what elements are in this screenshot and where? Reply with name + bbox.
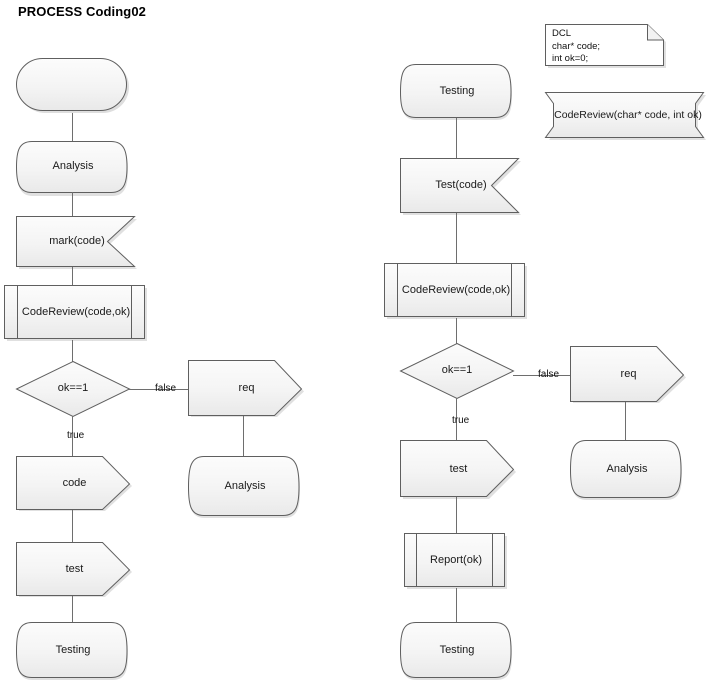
edge-label-false-left: false [155, 383, 177, 394]
node-right-testing-end[interactable]: Testing [399, 622, 514, 680]
node-right-testing-start[interactable]: Testing [399, 64, 514, 120]
node-left-req[interactable]: req [188, 360, 305, 418]
page-title: PROCESS Coding02 [18, 4, 147, 19]
node-left-analysis-1[interactable]: Analysis [15, 141, 130, 196]
connector-R4-R5-false [513, 375, 570, 376]
connector-L2-L3 [72, 192, 73, 216]
declaration-note-text: DCL char* code; int ok=0; [552, 28, 601, 64]
connector-L1-L2 [72, 113, 73, 141]
node-left-analysis-2[interactable]: Analysis [187, 456, 302, 518]
node-left-codereview-call[interactable]: CodeReview(code,ok) [4, 285, 148, 341]
connector-R1-R2 [456, 118, 457, 158]
node-right-test[interactable]: test [400, 440, 517, 500]
codereview-signature-box[interactable]: CodeReview(char* code, int ok) [544, 92, 711, 140]
connector-R5-R6 [625, 402, 626, 440]
connector-R4-R7-true [456, 398, 457, 440]
edge-label-true-left: true [67, 430, 85, 441]
node-right-analysis[interactable]: Analysis [569, 440, 684, 500]
edge-label-false-right: false [538, 369, 560, 380]
node-right-report[interactable]: Report(ok) [404, 533, 508, 589]
connector-L8-L9 [72, 510, 73, 542]
connector-R3-R4 [456, 318, 457, 344]
connector-L6-L7 [243, 416, 244, 456]
node-left-testing[interactable]: Testing [15, 622, 130, 680]
edge-label-true-right: true [452, 415, 470, 426]
declaration-note[interactable]: DCL char* code; int ok=0; [545, 24, 667, 68]
connector-R8-R9 [456, 588, 457, 622]
node-left-mark-code[interactable]: mark(code) [16, 216, 138, 269]
node-left-test[interactable]: test [16, 542, 133, 598]
connector-L9-L10 [72, 596, 73, 622]
node-right-codereview-call[interactable]: CodeReview(code,ok) [384, 263, 528, 319]
connector-R2-R3 [456, 213, 457, 263]
node-left-code[interactable]: code [16, 456, 133, 512]
node-right-test-code[interactable]: Test(code) [400, 158, 522, 215]
node-right-req[interactable]: req [570, 346, 687, 404]
connector-L4-L5 [72, 340, 73, 362]
node-left-start-terminator[interactable] [16, 58, 130, 114]
connector-L5-L6-false [129, 389, 188, 390]
connector-L3-L4 [72, 267, 73, 285]
connector-L5-L8-true [72, 416, 73, 456]
connector-R7-R8 [456, 497, 457, 533]
node-right-decision-ok[interactable]: ok==1 [399, 342, 515, 400]
node-left-decision-ok[interactable]: ok==1 [15, 360, 131, 418]
